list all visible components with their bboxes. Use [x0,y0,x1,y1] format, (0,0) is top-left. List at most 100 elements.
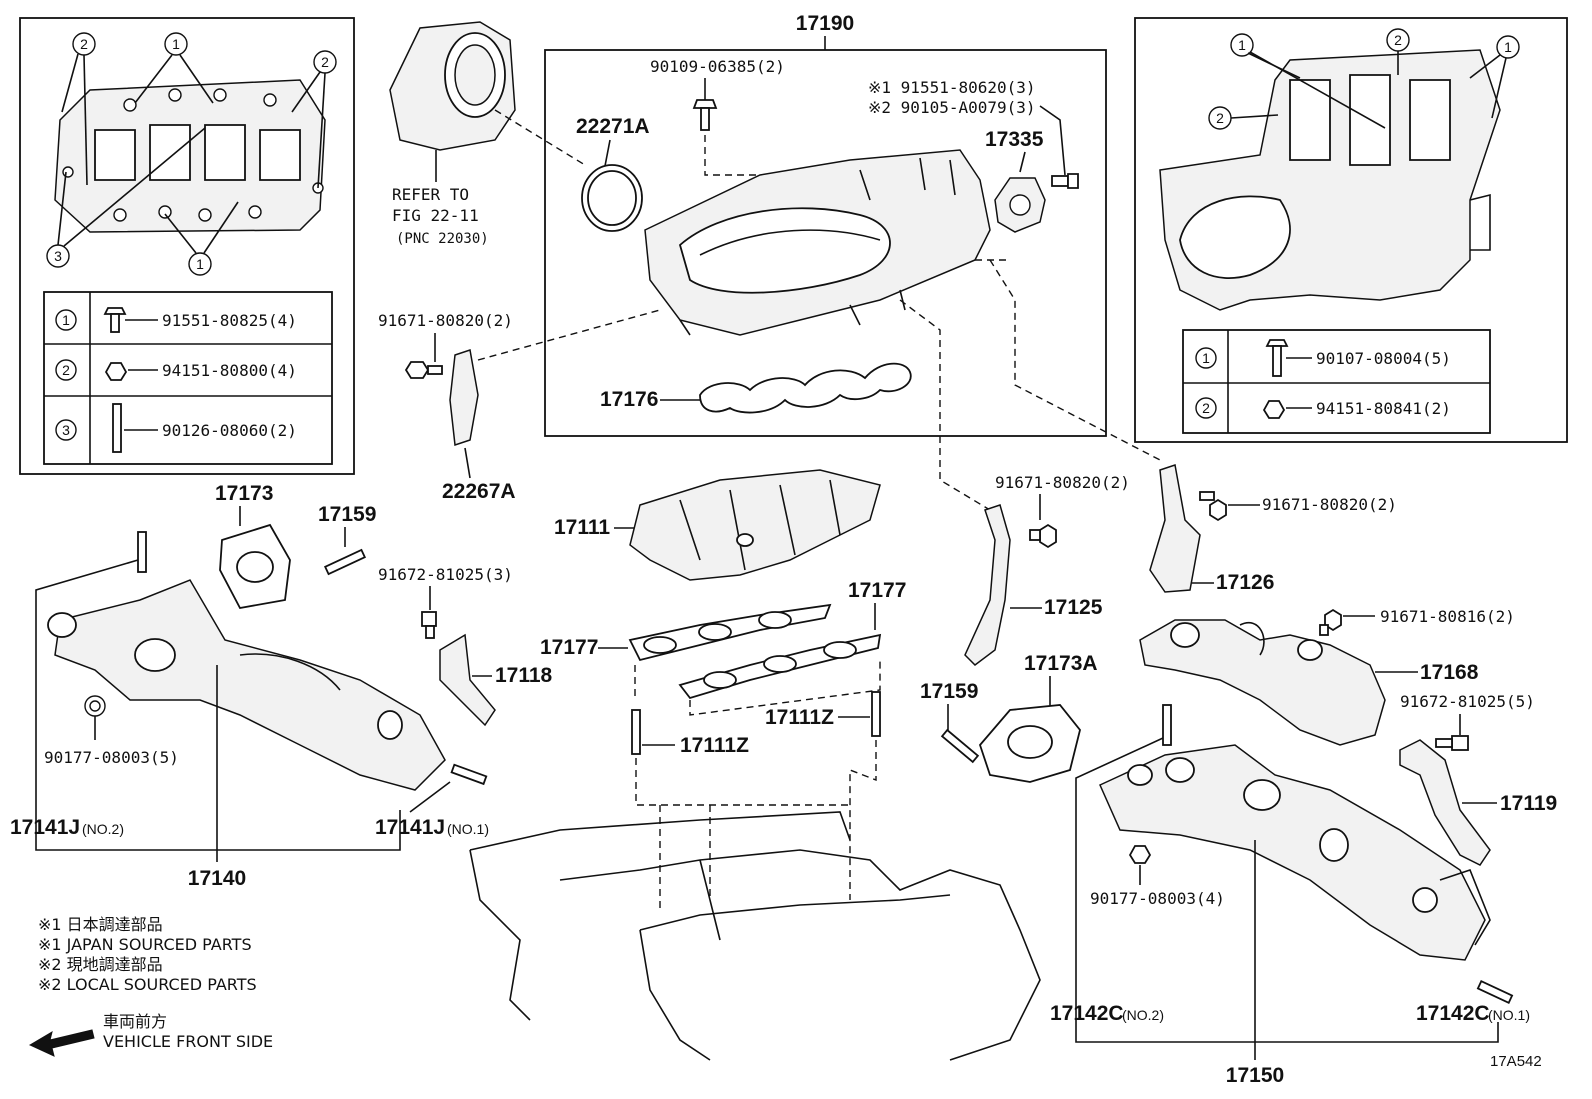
svg-text:2: 2 [1202,400,1210,416]
bracket-17118 [439,633,496,727]
svg-text:90107-08004(5): 90107-08004(5) [1316,349,1451,368]
part-91671b-label: 91671-80820(2) [995,473,1130,492]
direction-en: VEHICLE FRONT SIDE [103,1032,273,1051]
intake-plenum-group: 17190 90109-06385(2) 22271A ※1 91551-806… [544,12,1107,437]
svg-text:2: 2 [321,54,329,70]
note-line-4: ※2 LOCAL SOURCED PARTS [38,975,257,994]
bracket-17126 [1149,464,1201,593]
bolt-91671d [1319,608,1342,636]
bolt-91671c [1199,491,1227,522]
part-22267a-label: 22267A [442,480,516,503]
left-legend-table: 1 91551-80825(4) 2 94151-80800(4) 3 9012… [43,291,333,465]
part-17119-label: 17119 [1500,792,1557,815]
gasket-17177b [678,633,882,700]
svg-text:2: 2 [80,36,88,52]
svg-text:2: 2 [1216,110,1224,126]
exhaust-manifold-lh-group: 17173 17159 17140 90177-08003(5) 17141J … [10,482,553,890]
throttle-body: REFER TO FIG 22-11 (PNC 22030) [389,21,516,247]
part-17142c-2-sub: (NO.2) [1122,1007,1164,1023]
right-inset-manifold [1159,49,1501,311]
vehicle-front-indicator: 車両前方 VEHICLE FRONT SIDE [28,1012,273,1057]
bolt-91671b [1029,523,1057,549]
svg-text:3: 3 [62,422,70,438]
stud-17159b [940,728,980,764]
part-17177a-label: 17177 [540,636,598,659]
part-17150-label: 17150 [1226,1064,1284,1087]
note-line-1: ※1 日本調達部品 [38,915,163,934]
part-90177a-label: 90177-08003(5) [44,748,179,767]
exhaust-manifold-rh-group: 17173A 17159 90177-08003(4) 17142C (NO.2… [920,652,1530,1087]
gasket-17173a [978,704,1081,783]
stud-17141j-2 [137,531,147,573]
part-91671d-label: 91671-80816(2) [1380,607,1515,626]
part-91671a-label: 91671-80820(2) [378,311,513,330]
sourcing-notes: ※1 日本調達部品 ※1 JAPAN SOURCED PARTS ※2 現地調達… [38,915,257,994]
left-row-1: 1 91551-80825(4) [55,307,297,333]
bracket-22267a-group: 91671-80820(2) 22267A [378,309,661,503]
manifold-17140 [47,579,446,791]
manifold-17111 [629,469,881,581]
part-91672b-label: 91672-81025(5) [1400,692,1535,711]
right-callout-1b: 1 [1469,35,1520,119]
intake-manifold-group: 17111 17177 17177 17111Z 17111Z [540,469,906,870]
svg-text:94151-80800(4): 94151-80800(4) [162,361,297,380]
left-row-2: 2 94151-80800(4) [55,359,297,381]
stud-17111z-a [631,709,641,755]
part-91672a-label: 91672-81025(3) [378,565,513,584]
svg-text:3: 3 [54,248,62,264]
svg-text:1: 1 [1504,39,1512,55]
left-row-3: 3 90126-08060(2) [55,403,297,453]
nut-90177b [1128,845,1152,864]
bolt-91672b [1435,735,1469,751]
bracket-17125 [964,504,1011,666]
plenum-body [644,149,991,336]
arrow-left-icon [28,1029,95,1057]
left-callout-3: 3 [46,127,206,268]
stud-17141j-1 [450,763,488,786]
stud-17111z-b [871,691,881,737]
bolt-91551 [1051,173,1079,189]
part-17142c-1-sub: (NO.1) [1488,1007,1530,1023]
gasket-22271a [581,164,643,232]
part-91671c-label: 91671-80820(2) [1262,495,1397,514]
part-17142c-1-label: 17142C [1416,1002,1490,1025]
part-17111z-a-label: 17111Z [680,734,749,757]
stud-17159a [323,548,367,576]
part-17140-label: 17140 [188,867,246,890]
right-legend-table: 1 90107-08004(5) 2 94151-80841(2) [1182,329,1491,434]
part-17141j-2-label: 17141J [10,816,80,839]
part-17159b-label: 17159 [920,680,978,703]
stud-17142c-2 [1162,704,1172,746]
part-17141j-1-label: 17141J [375,816,445,839]
svg-text:1: 1 [62,312,70,328]
part-17173a-label: 17173A [1024,652,1098,675]
right-callout-2b: 2 [1208,106,1279,130]
gasket-17177a [628,603,832,662]
left-callout-1b: 1 [164,201,239,276]
nut-icon [1262,400,1286,419]
part-17118-label: 17118 [495,664,553,687]
heat-insulator-17168-group: 91671-80816(2) 17168 91672-81025(5) 1711… [1139,607,1557,866]
right-inset: 1 2 1 2 1 90107-08004( [1134,17,1568,443]
left-callout-1a: 1 [134,32,214,104]
part-17126-label: 17126 [1216,571,1274,594]
gasket-17176 [699,362,912,414]
direction-jp: 車両前方 [103,1012,167,1031]
note-line-3: ※2 現地調達部品 [38,955,163,974]
part-17177b-label: 17177 [848,579,906,602]
flange-bolt-icon [1265,339,1289,377]
bracket-17126-group: 91671-80820(2) 17126 [1149,464,1397,594]
flange-bolt-icon [103,307,127,333]
part-22271a-label: 22271A [576,115,650,138]
bracket-17119 [1399,739,1491,866]
part-17159a-label: 17159 [318,503,376,526]
note-line-2: ※1 JAPAN SOURCED PARTS [38,935,252,954]
svg-text:2: 2 [1394,32,1402,48]
left-inset: 2 1 2 3 1 [19,17,355,475]
bolt-90109 [692,99,718,131]
part-17111-label: 17111 [554,516,610,539]
svg-text:1: 1 [196,256,204,272]
nut-90177a [84,695,106,717]
left-callout-2b: 2 [291,50,337,189]
